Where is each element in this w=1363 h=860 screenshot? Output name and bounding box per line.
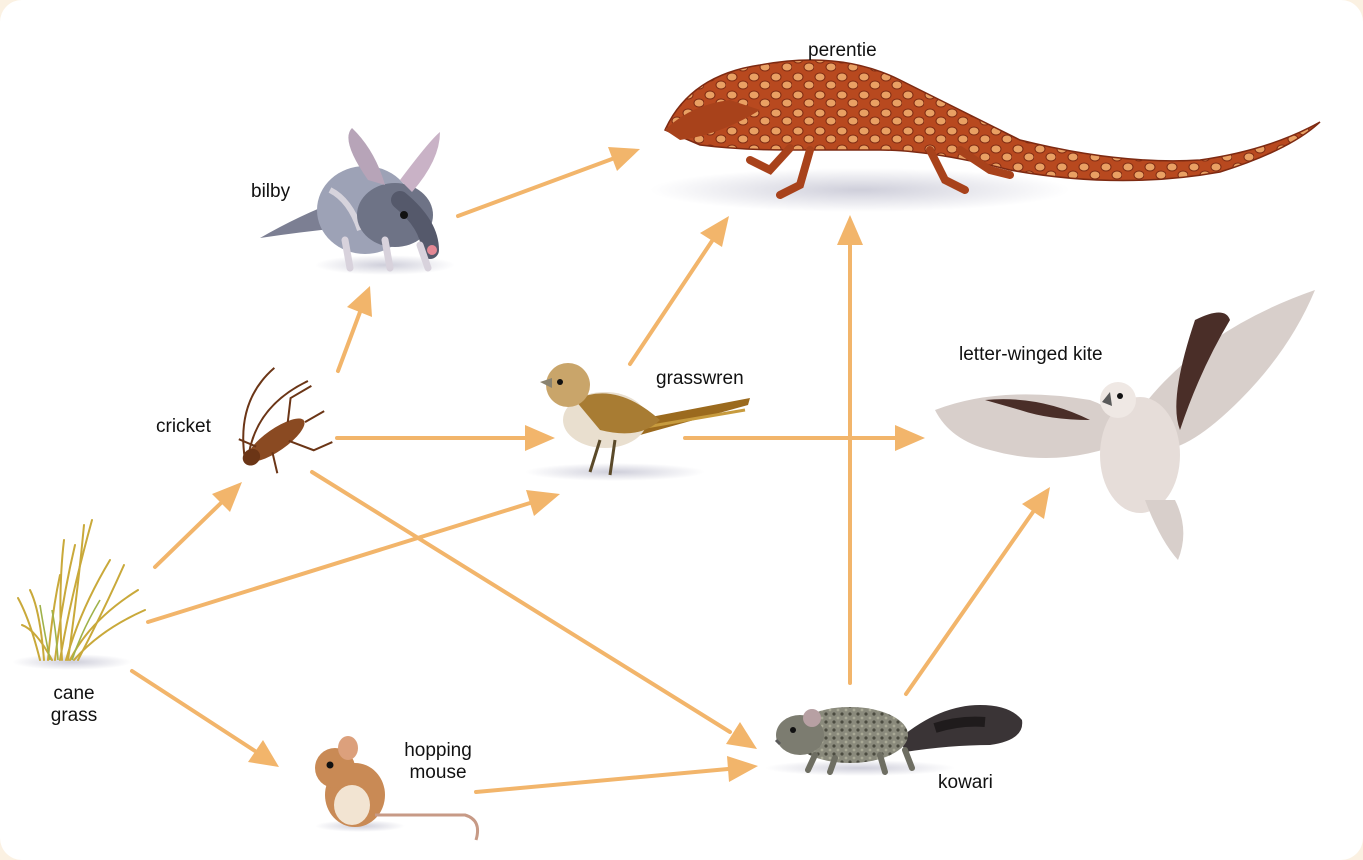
- label-cane-grass: cane grass: [40, 683, 108, 727]
- label-bilby: bilby: [251, 181, 290, 203]
- label-hopping-mouse-line-2: mouse: [398, 762, 478, 784]
- arrow-cricket-to-bilby: [338, 286, 372, 371]
- label-hopping-mouse-line-1: hopping: [398, 740, 478, 762]
- arrow-grasswren-to-kite: [685, 425, 925, 451]
- label-grasswren: grasswren: [656, 368, 744, 390]
- arrow-hopping-mouse-to-kowari: [476, 756, 758, 792]
- cane-grass-illustration: [12, 520, 145, 670]
- arrow-cane-grass-to-cricket: [155, 482, 242, 567]
- label-perentie: perentie: [808, 40, 877, 62]
- arrow-cane-grass-to-grasswren: [148, 490, 560, 622]
- arrow-bilby-to-perentie: [458, 147, 640, 216]
- label-cane-grass-line-1: cane: [40, 683, 108, 705]
- arrow-kowari-to-kite: [906, 487, 1050, 694]
- arrow-grasswren-to-perentie: [630, 216, 729, 364]
- label-hopping-mouse: hopping mouse: [398, 740, 478, 784]
- letter-winged-kite-illustration: [935, 290, 1315, 560]
- kowari-illustration: [765, 705, 1022, 776]
- arrow-cane-grass-to-hopping-mouse: [132, 671, 279, 767]
- arrow-kowari-to-perentie: [837, 215, 863, 683]
- perentie-illustration: [650, 60, 1320, 212]
- label-letter-winged-kite: letter-winged kite: [959, 344, 1103, 366]
- cricket-illustration: [210, 356, 345, 490]
- label-cricket: cricket: [156, 416, 211, 438]
- label-cane-grass-line-2: grass: [40, 705, 108, 727]
- label-kowari: kowari: [938, 772, 993, 794]
- arrow-cricket-to-grasswren: [337, 425, 555, 451]
